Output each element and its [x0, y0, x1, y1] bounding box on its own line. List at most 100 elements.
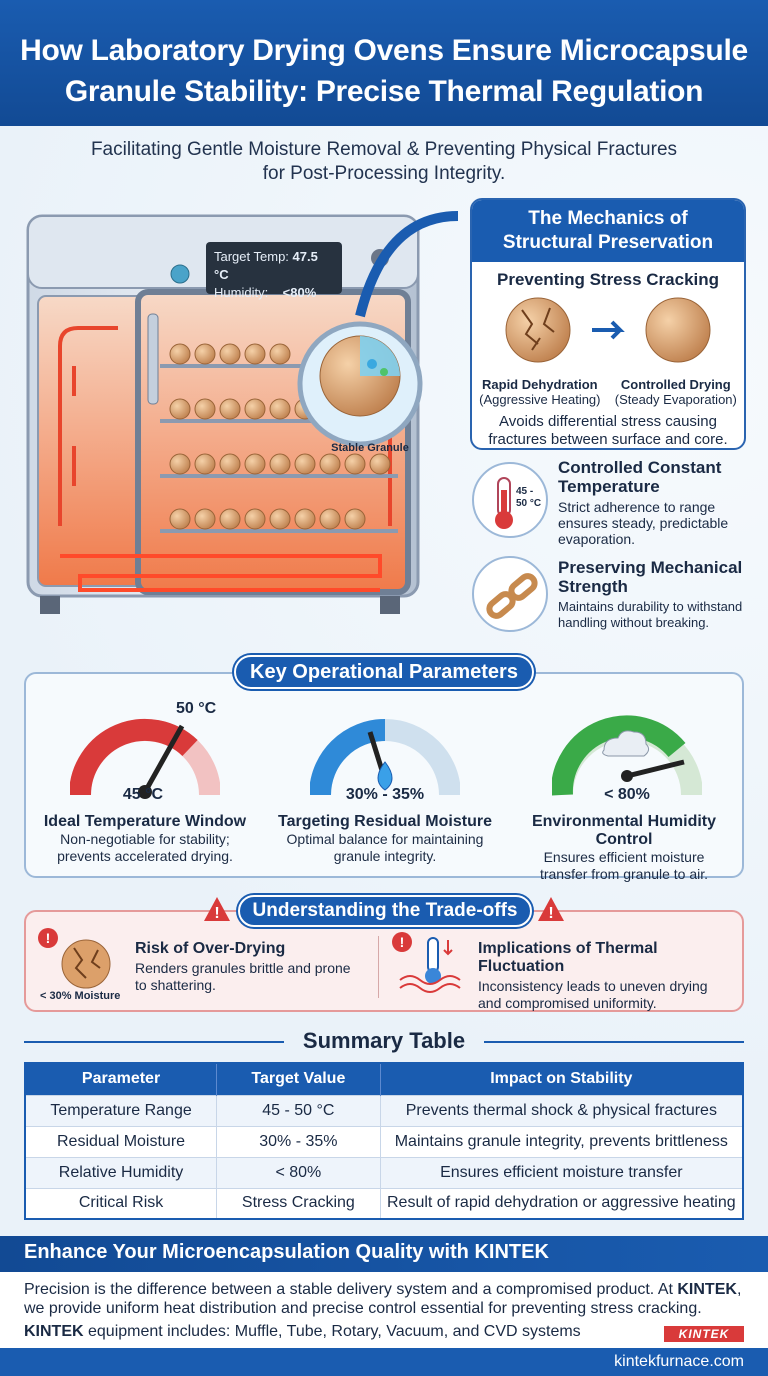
column-header: Target Value: [216, 1063, 381, 1095]
moisture-caption: < 30% Moisture: [40, 990, 121, 1002]
param-temp: Ideal Temperature Window Non-negotiable …: [30, 813, 260, 865]
svg-text:!: !: [214, 905, 219, 922]
footer-text: equipment includes: Muffle, Tube, Rotary…: [83, 1323, 581, 1340]
table-row: Relative Humidity< 80%Ensures efficient …: [25, 1156, 744, 1188]
footer-text: ,: [736, 1281, 742, 1298]
intact-granule-icon: [645, 297, 711, 363]
page-title-line1: How Laboratory Drying Ovens Ensure Micro…: [20, 34, 748, 67]
strength-title-line2: Strength: [558, 577, 628, 596]
water-drop-icon: [377, 761, 393, 791]
svg-text:!: !: [46, 930, 51, 946]
footer-url-bar: kintekfurnace.com: [0, 1348, 768, 1376]
param-temp-title: Ideal Temperature Window: [43, 813, 247, 830]
mechanics-title-line1: The Mechanics of: [528, 208, 688, 229]
footer-brand: KINTEK: [677, 1281, 737, 1298]
table-header-row: Parameter Target Value Impact on Stabili…: [25, 1063, 744, 1095]
strength-title-line1: Preserving Mechanical: [558, 558, 743, 577]
param-temp-desc2: prevents accelerated drying.: [57, 848, 233, 864]
table-cell: Result of rapid dehydration or aggressiv…: [380, 1187, 744, 1219]
controlled-drying-sub: (Steady Evaporation): [614, 392, 737, 407]
mechanics-panel-header: The Mechanics of Structural Preservation: [472, 200, 744, 262]
drying-oven-illustration: [26, 211, 459, 614]
page-subtitle: Facilitating Gentle Moisture Removal & P…: [0, 138, 768, 186]
thermal-fluctuation-title: Implications of Thermal Fluctuation: [478, 940, 658, 975]
heating-element: [60, 554, 382, 592]
mechanics-title-line2: Structural Preservation: [502, 232, 714, 253]
table-cell: 30% - 35%: [216, 1125, 381, 1157]
thermometer-icon: [495, 477, 513, 529]
mechanical-strength-block: Preserving Mechanical Strength Maintains…: [558, 558, 758, 631]
over-drying-desc2: to shattering.: [135, 977, 216, 993]
param-humidity-desc2: transfer from granule to air.: [539, 866, 709, 882]
brittle-granule-icon: !: [38, 928, 111, 989]
divider: [378, 936, 379, 998]
footer-text: we provide uniform heat distribution and…: [24, 1300, 702, 1317]
column-header: Parameter: [25, 1063, 218, 1095]
stress-desc-line2: fractures between surface and core.: [488, 431, 728, 448]
controlled-temp-desc-line1: Strict adherence to range: [558, 499, 716, 515]
over-drying-title: Risk of Over-Drying: [135, 940, 286, 957]
controlled-temp-desc-line3: evaporation.: [558, 531, 636, 547]
page-title-line2: Granule Stability: Precise Thermal Regul…: [64, 75, 704, 108]
thermometer-label-line2: 50 °C: [516, 498, 542, 509]
temperature-gauge: [70, 718, 220, 799]
table-cell: Critical Risk: [25, 1187, 218, 1219]
parameters-title: Key Operational Parameters: [234, 655, 534, 689]
moisture-gauge: [310, 719, 460, 796]
table-cell: Ensures efficient moisture transfer: [380, 1156, 744, 1188]
param-moisture-title: Targeting Residual Moisture: [278, 813, 492, 830]
param-humidity: Environmental Humidity Control Ensures e…: [506, 813, 742, 883]
subtitle-line1: Facilitating Gentle Moisture Removal & P…: [90, 139, 678, 160]
table-cell: Relative Humidity: [25, 1156, 218, 1188]
over-drying-block: Risk of Over-Drying Renders granules bri…: [135, 940, 370, 994]
chain-badge: [472, 556, 548, 632]
cracked-granule-icon: [505, 297, 571, 363]
stress-cracking-title: Preventing Stress Cracking: [496, 270, 720, 289]
controlled-temp-desc-line2: ensures steady, predictable: [558, 515, 729, 531]
thermometer-badge: 45 - 50 °C: [472, 462, 548, 538]
thermometer-label-line1: 45 -: [516, 486, 534, 497]
thermal-fluctuation-block: Implications of Thermal Fluctuation Inco…: [478, 940, 740, 1012]
svg-text:!: !: [548, 905, 553, 922]
moisture-gauge-value: 30% - 35%: [345, 786, 425, 803]
summary-title: Summary Table: [302, 1028, 466, 1053]
door-handle: [147, 313, 159, 405]
tradeoffs-title: Understanding the Trade-offs: [238, 895, 532, 927]
indicator-light: [170, 264, 190, 284]
website-link[interactable]: kintekfurnace.com: [614, 1353, 744, 1370]
param-moisture-desc2: granule integrity.: [333, 848, 437, 864]
param-humidity-title: Environmental Humidity Control: [531, 813, 717, 848]
stable-granule-label: Stable Granule: [331, 442, 409, 454]
controlled-temp-title-line2: Temperature: [558, 477, 660, 496]
table-cell: 45 - 50 °C: [216, 1094, 381, 1126]
table-cell: Maintains granule integrity, prevents br…: [380, 1125, 744, 1157]
arrow-right-icon: [592, 320, 625, 340]
footer-paragraph: Precision is the difference between a st…: [24, 1280, 754, 1318]
thermal-fluctuation-desc1: Inconsistency leads to uneven drying: [478, 978, 708, 994]
strength-desc-line1: Maintains durability to withstand: [558, 599, 743, 614]
summary-table: Parameter Target Value Impact on Stabili…: [24, 1062, 744, 1220]
table-cell: Stress Cracking: [216, 1187, 381, 1219]
mechanics-panel: The Mechanics of Structural Preservation…: [470, 198, 746, 450]
humidity-gauge: [552, 715, 702, 796]
warning-icon: !: [538, 897, 564, 922]
table-cell: < 80%: [216, 1156, 381, 1188]
subtitle-line2: for Post-Processing Integrity.: [262, 163, 506, 184]
over-drying-desc1: Renders granules brittle and prone: [135, 960, 351, 976]
display-humidity-value: <80%: [282, 285, 317, 300]
footer-equipment: KINTEK equipment includes: Muffle, Tube,…: [24, 1323, 624, 1341]
controlled-drying-label: Controlled Drying: [620, 377, 731, 392]
oven-display: Target Temp: 47.5 °C Humidity: <80%: [206, 242, 342, 300]
kintek-logo: KINTEK: [664, 1326, 744, 1342]
divider: [24, 1041, 284, 1043]
controlled-temp-block: Controlled Constant Temperature Strict a…: [558, 458, 758, 547]
footer-title: Enhance Your Microencapsulation Quality …: [0, 1236, 768, 1272]
thermal-fluctuation-desc2: and compromised uniformity.: [478, 995, 657, 1011]
strength-desc-line2: handling without breaking.: [558, 615, 710, 630]
temp-gauge-top-label: 50 °C: [176, 700, 217, 717]
stress-desc-line1: Avoids differential stress causing: [499, 413, 717, 430]
page-header: How Laboratory Drying Ovens Ensure Micro…: [0, 0, 768, 126]
display-temp-label: Target Temp:: [214, 249, 289, 264]
